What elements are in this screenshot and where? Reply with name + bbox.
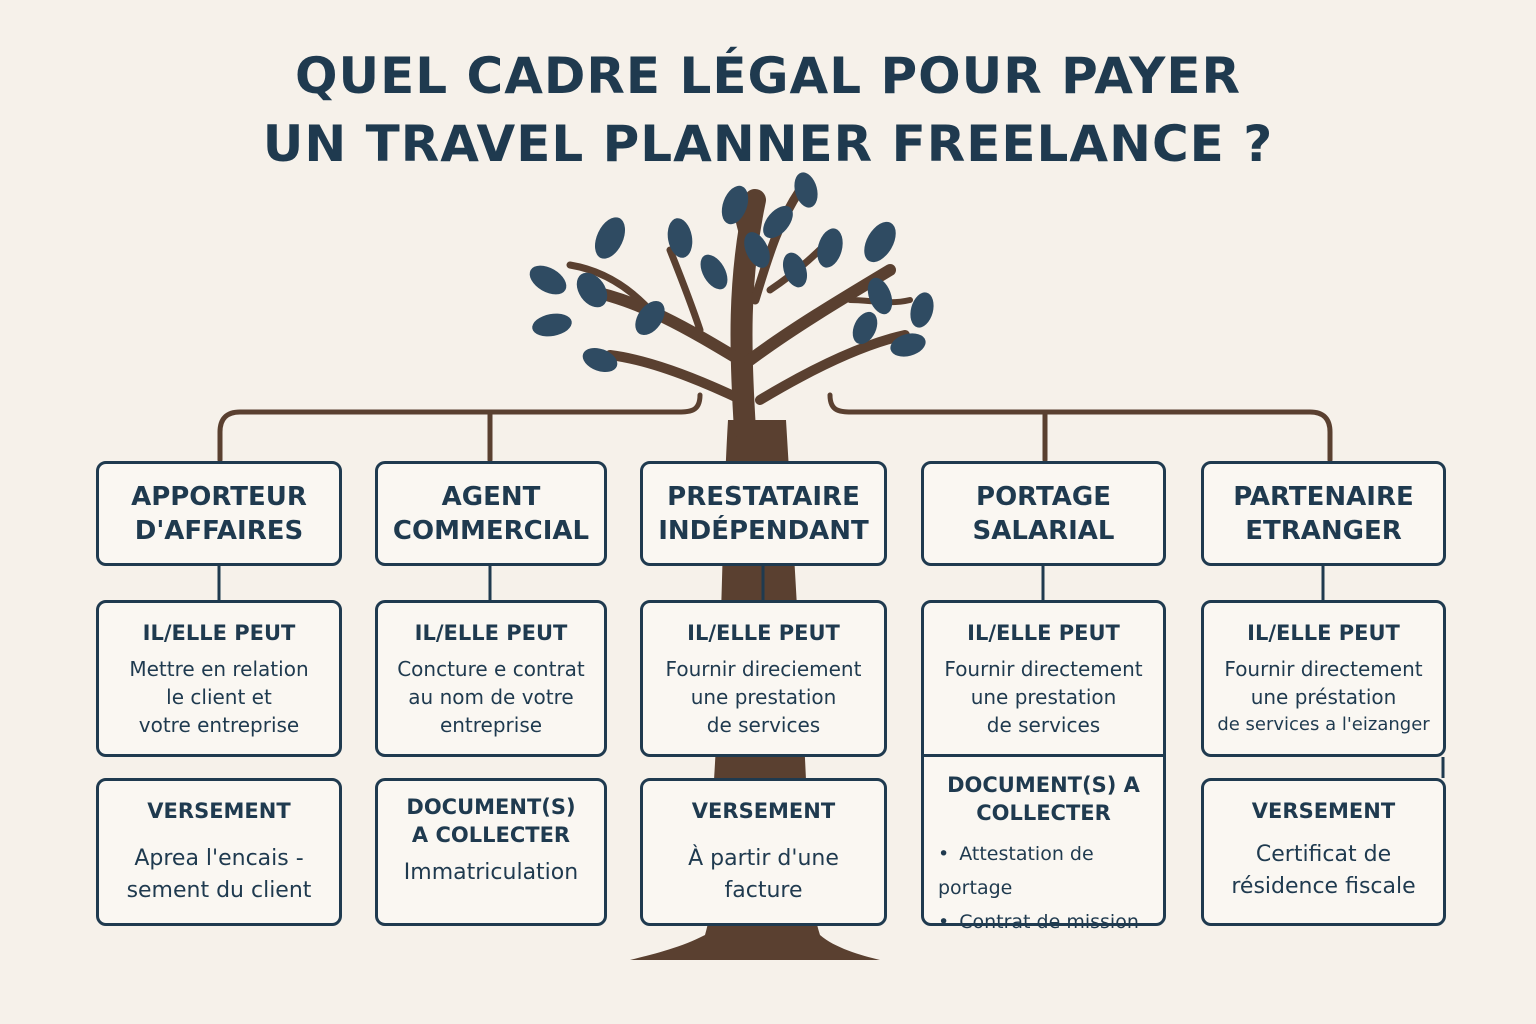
heading-line: INDÉPENDANT (658, 515, 869, 546)
bottom-box-agent-commercial: DOCUMENT(S) A COLLECTER Immatriculation (375, 778, 607, 926)
heading-agent-commercial: AGENT COMMERCIAL (375, 461, 607, 566)
can-line: une préstation (1250, 685, 1397, 709)
bottom-line: Aprea l'encais - (134, 846, 304, 871)
bottom-text: Aprea l'encais - sement du client (99, 843, 339, 907)
can-line: au nom de votre (408, 685, 574, 709)
can-box-agent-commercial: IL/ELLE PEUT Concture e contrat au nom d… (375, 600, 607, 757)
can-text: Fournir direciement une prestation de se… (643, 655, 884, 739)
can-line: Fournir direciement (665, 657, 862, 681)
heading-line: SALARIAL (972, 515, 1115, 546)
can-text: Mettre en relation le client et votre en… (99, 655, 339, 739)
can-line: une prestation (690, 685, 837, 709)
heading-apporteur-affaires: APPORTEUR D'AFFAIRES (96, 461, 342, 566)
bottom-line: sement du client (126, 878, 312, 903)
heading-line: APPORTEUR (131, 481, 307, 512)
page-title: QUEL CADRE LÉGAL POUR PAYER UN TRAVEL PL… (0, 42, 1536, 178)
title-line-2: UN TRAVEL PLANNER FREELANCE ? (262, 115, 1274, 173)
heading-portage-salarial: PORTAGE SALARIAL (921, 461, 1166, 566)
heading-line: AGENT (441, 481, 541, 512)
bottom-box-apporteur-affaires: VERSEMENT Aprea l'encais - sement du cli… (96, 778, 342, 926)
can-line: entreprise (439, 713, 543, 737)
heading-line: PARTENAIRE (1233, 481, 1414, 512)
bottom-box-partenaire-etranger: VERSEMENT Certificat de résidence fiscal… (1201, 778, 1446, 926)
bottom-line: Immatriculation (403, 860, 579, 885)
can-line: votre entreprise (138, 713, 300, 737)
heading-line: PORTAGE (976, 481, 1111, 512)
bottom-line: facture (724, 878, 803, 903)
bottom-line: résidence fiscale (1231, 874, 1416, 899)
bottom-box-prestataire-independant: VERSEMENT À partir d'une facture (640, 778, 887, 926)
can-line: le client et (166, 685, 272, 709)
list-item: Attestation de portage (938, 837, 1163, 905)
document-list: Attestation de portage Contrat de missio… (924, 837, 1163, 939)
can-box-apporteur-affaires: IL/ELLE PEUT Mettre en relation le clien… (96, 600, 342, 757)
can-box-partenaire-etranger: IL/ELLE PEUT Fournir directement une pré… (1201, 600, 1446, 757)
bottom-line: À partir d'une (688, 846, 839, 871)
bottom-label: DOCUMENT(S) (406, 795, 576, 819)
tree-leaves (529, 172, 934, 373)
heading-partenaire-etranger: PARTENAIRE ETRANGER (1201, 461, 1446, 566)
bottom-label: VERSEMENT (1251, 799, 1396, 823)
can-text: Concture e contrat au nom de votre entre… (378, 655, 604, 739)
can-line: Concture e contrat (397, 657, 585, 681)
bottom-text: Immatriculation (378, 857, 604, 889)
can-line: Mettre en relation (129, 657, 309, 681)
bottom-text: À partir d'une facture (643, 843, 884, 907)
can-label: IL/ELLE PEUT (142, 621, 296, 645)
heading-line: ETRANGER (1245, 515, 1402, 546)
bottom-line: Certificat de (1255, 842, 1392, 867)
bottom-label: DOCUMENT(S) A (947, 773, 1140, 797)
can-line: de services a l'eizanger (1217, 714, 1430, 735)
bottom-label: VERSEMENT (147, 799, 291, 823)
can-line: de services (986, 713, 1101, 737)
can-label: IL/ELLE PEUT (967, 621, 1120, 645)
can-label: IL/ELLE PEUT (414, 621, 568, 645)
title-line-1: QUEL CADRE LÉGAL POUR PAYER (295, 47, 1241, 105)
heading-line: PRESTATAIRE (667, 481, 860, 512)
heading-prestataire-independant: PRESTATAIRE INDÉPENDANT (640, 461, 887, 566)
bottom-label: VERSEMENT (691, 799, 836, 823)
can-box-prestataire-independant: IL/ELLE PEUT Fournir direciement une pre… (640, 600, 887, 757)
heading-line: D'AFFAIRES (134, 515, 304, 546)
bottom-text: Certificat de résidence fiscale (1204, 839, 1443, 903)
list-item: Contrat de mission (938, 905, 1163, 939)
heading-line: COMMERCIAL (392, 515, 590, 546)
can-label: IL/ELLE PEUT (1247, 621, 1400, 645)
connector-lines (217, 392, 1333, 463)
can-text: Fournir directement une prestation de se… (924, 655, 1163, 739)
tree-branches (566, 185, 913, 441)
bottom-label: A COLLECTER (411, 823, 571, 847)
can-line: une prestation (970, 685, 1117, 709)
can-box-portage-salarial: IL/ELLE PEUT Fournir directement une pre… (921, 600, 1166, 757)
bottom-label: COLLECTER (976, 801, 1111, 825)
can-label: IL/ELLE PEUT (687, 621, 840, 645)
can-line: Fournir directement (1224, 657, 1423, 681)
can-line: de services (706, 713, 821, 737)
bottom-box-portage-salarial: DOCUMENT(S) A COLLECTER Attestation de p… (921, 754, 1166, 933)
can-text: Fournir directement une préstation de se… (1204, 655, 1443, 739)
column-connectors (217, 566, 1445, 778)
can-line: Fournir directement (944, 657, 1143, 681)
